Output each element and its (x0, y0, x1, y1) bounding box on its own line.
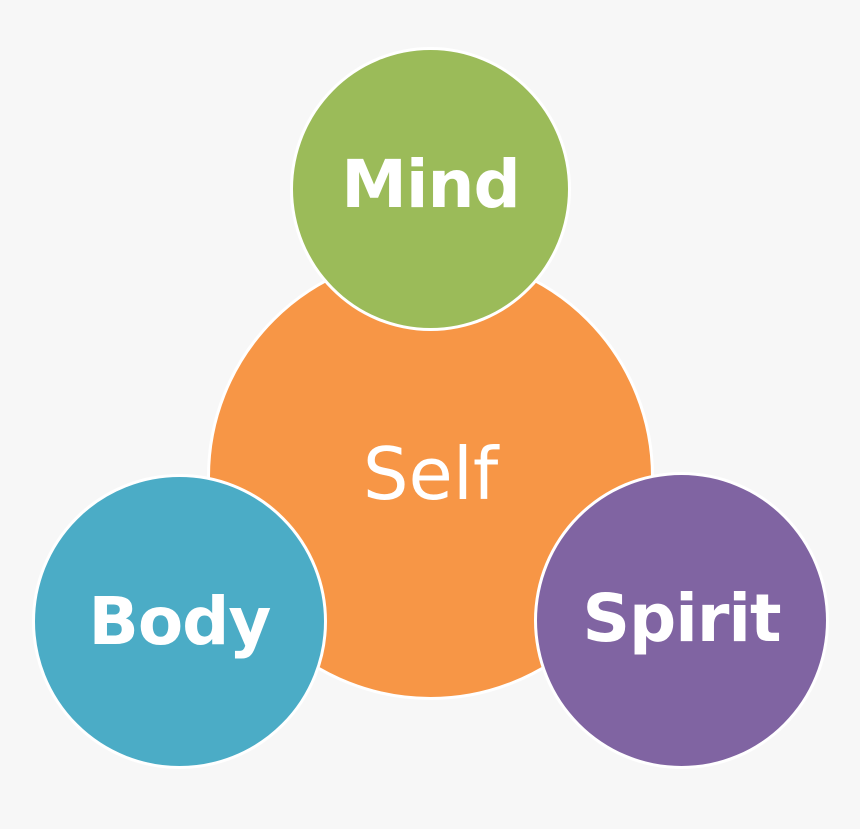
spirit-label: Spirit (582, 580, 781, 657)
spirit-circle: Spirit (534, 472, 829, 769)
body-circle: Body (32, 474, 327, 769)
body-label: Body (88, 583, 272, 660)
self-label: Self (362, 431, 499, 516)
mind-label: Mind (341, 145, 521, 223)
mind-circle: Mind (290, 47, 571, 331)
